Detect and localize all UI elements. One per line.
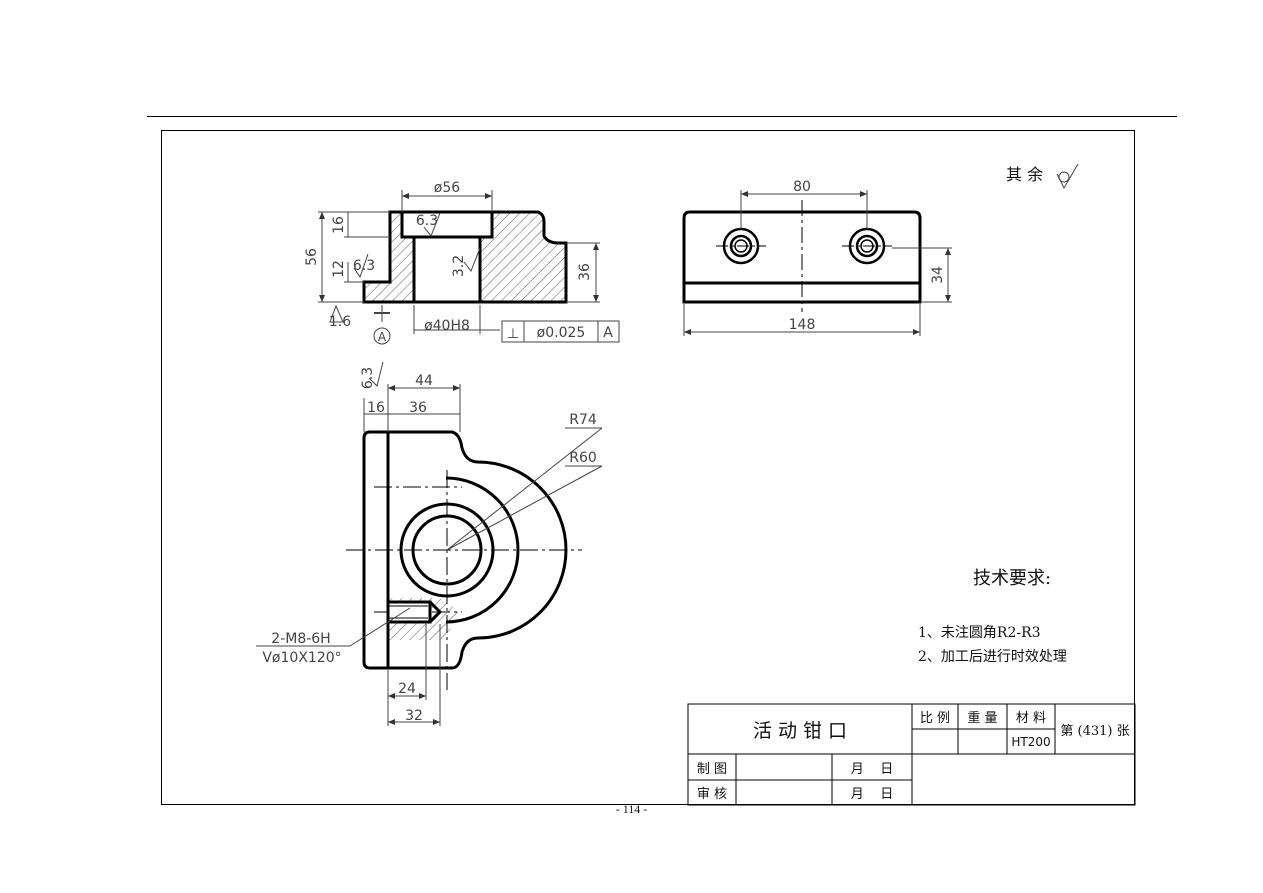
arc-r60 (445, 476, 520, 624)
month-day-2: 月 日 (850, 787, 894, 802)
dim-w148: 148 (789, 317, 816, 333)
ra-32: 3.2 (451, 255, 467, 277)
dim-w24: 24 (398, 681, 416, 697)
drawing-frame (161, 130, 1135, 805)
checked-label: 审 核 (696, 787, 728, 802)
dim-w32: 32 (405, 708, 423, 724)
tech-req-1: 1、未注圆角R2-R3 (918, 625, 1041, 641)
page-number: - 114 - (615, 802, 648, 816)
top-outline (362, 430, 568, 670)
dim-w44: 44 (415, 373, 433, 389)
side-outline (682, 210, 922, 304)
roughness-note: 其 余 (1006, 165, 1043, 184)
tech-req-2: 2、加工后进行时效处理 (918, 649, 1067, 665)
dim-h16: 16 (331, 216, 347, 234)
bore (412, 237, 482, 302)
dim-w80: 80 (793, 179, 811, 195)
tol-symbol: ⊥ (507, 326, 519, 342)
top-view (256, 361, 603, 726)
weight-label: 重 量 (967, 711, 998, 726)
ra-16: 1.6 (329, 314, 351, 330)
title-block (687, 703, 1136, 806)
dim-w16: 16 (367, 400, 385, 416)
roughness-symbol (1056, 163, 1079, 190)
tol-value: ø0.025 (537, 325, 586, 341)
drawn-label: 制 图 (696, 761, 728, 777)
dim-w36: 36 (409, 400, 427, 416)
thread-depth: Vø10X120° (262, 650, 341, 666)
side-view (682, 190, 952, 336)
thread-spec: 2-M8-6H (271, 631, 330, 647)
dim-h56: 56 (304, 248, 320, 266)
material-value: HT200 (1011, 734, 1051, 749)
scale-label: 比 例 (919, 711, 951, 726)
ra-63-top: 6.3 (416, 213, 438, 229)
dim-r60: R60 (569, 450, 597, 466)
month-day-1: 月 日 (850, 761, 894, 777)
tech-req-title: 技术要求: (973, 568, 1051, 589)
dim-h12: 12 (331, 260, 347, 278)
dim-h34: 34 (930, 266, 946, 284)
part-name: 活 动 钳 口 (752, 719, 848, 742)
dim-r74: R74 (569, 412, 597, 428)
material-label: 材 料 (1015, 711, 1047, 726)
ra-63-step: 6.3 (353, 258, 375, 274)
front-section-view (318, 190, 620, 345)
page-top-rule (147, 116, 1177, 117)
datum-a: A (378, 330, 387, 344)
counterbore (400, 212, 494, 239)
hatch-right (480, 212, 566, 302)
dim-h36: 36 (577, 263, 593, 281)
ra-63-top-view: 6.3 (360, 367, 376, 389)
sheet-label: 第 (431) 张 (1060, 723, 1130, 739)
dim-d56: ø56 (434, 180, 460, 196)
front-outline (362, 210, 568, 304)
tol-datum: A (603, 325, 613, 341)
dim-d40h8: ø40H8 (424, 318, 470, 334)
